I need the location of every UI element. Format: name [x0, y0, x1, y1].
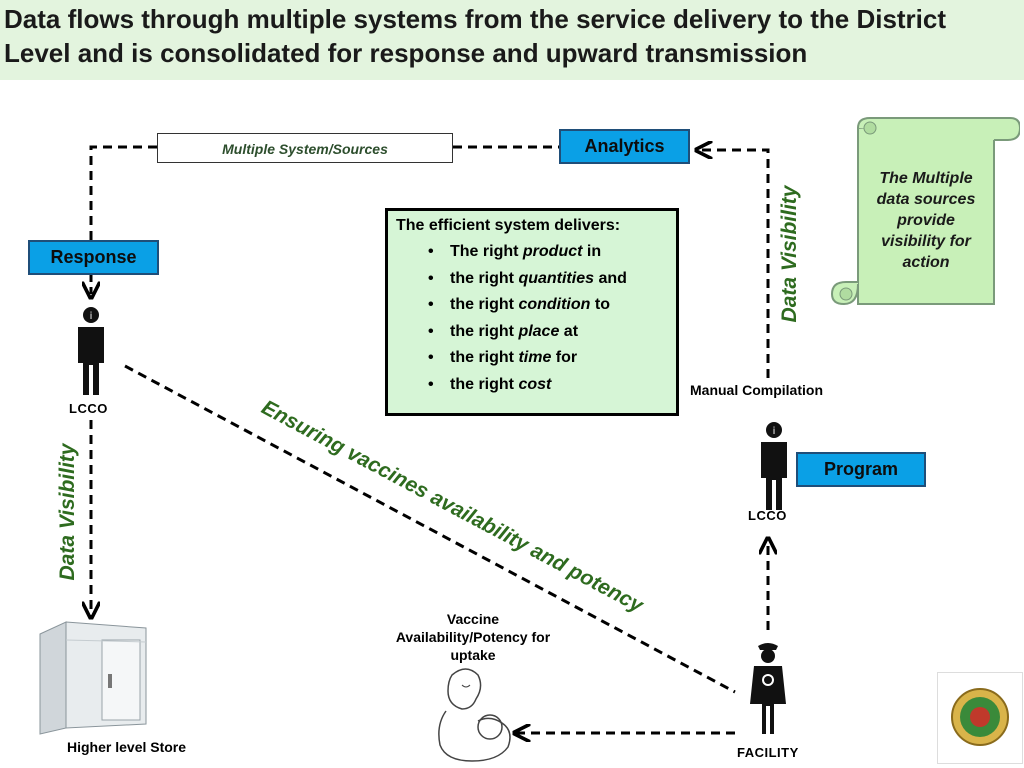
data-visibility-right-label: Data Visibility	[778, 185, 801, 323]
data-visibility-left-label: Data Visibility	[56, 443, 79, 581]
top-left-connector	[89, 145, 157, 240]
efficient-item: the right condition to	[396, 292, 668, 319]
efficient-item: the right quantities and	[396, 266, 668, 293]
manual-compilation-label: Manual Compilation	[690, 382, 823, 398]
cold-room-icon	[39, 621, 147, 735]
nurse-icon	[750, 643, 786, 734]
program-box: Program	[796, 452, 926, 487]
person-icon: i	[78, 307, 104, 395]
mother-baby-icon	[438, 668, 511, 762]
title-bar	[0, 0, 1024, 80]
efficient-list: The right product in the right quantitie…	[396, 239, 668, 398]
lcco-right-label: LCCO	[748, 508, 787, 523]
efficient-item: the right time for	[396, 345, 668, 372]
page-title: Data flows through multiple systems from…	[4, 4, 947, 68]
svg-text:i: i	[773, 426, 776, 437]
government-seal-icon	[951, 688, 1009, 746]
scroll-banner	[830, 117, 1020, 306]
efficient-system-box: The efficient system delivers: The right…	[385, 208, 679, 416]
diagonal-connector	[124, 364, 736, 694]
lcco-left-label: LCCO	[69, 401, 108, 416]
facility-label: FACILITY	[737, 745, 799, 760]
response-box: Response	[28, 240, 159, 275]
efficient-item: The right product in	[396, 239, 668, 266]
person-icon: i	[761, 422, 787, 510]
vaccine-availability-label: Vaccine Availability/Potency for uptake	[395, 611, 551, 663]
svg-text:i: i	[90, 311, 93, 322]
higher-store-label: Higher level Store	[67, 739, 187, 755]
multiple-sources-box: Multiple System/Sources	[157, 133, 453, 163]
manual-analytics-connector	[698, 150, 770, 378]
efficient-item: the right place at	[396, 319, 668, 346]
analytics-box: Analytics	[559, 129, 690, 164]
efficient-heading: The efficient system delivers:	[396, 217, 621, 234]
logo-frame	[937, 672, 1023, 764]
efficient-item: the right cost	[396, 372, 668, 399]
scroll-text: The Multiple data sources provide visibi…	[876, 170, 976, 271]
